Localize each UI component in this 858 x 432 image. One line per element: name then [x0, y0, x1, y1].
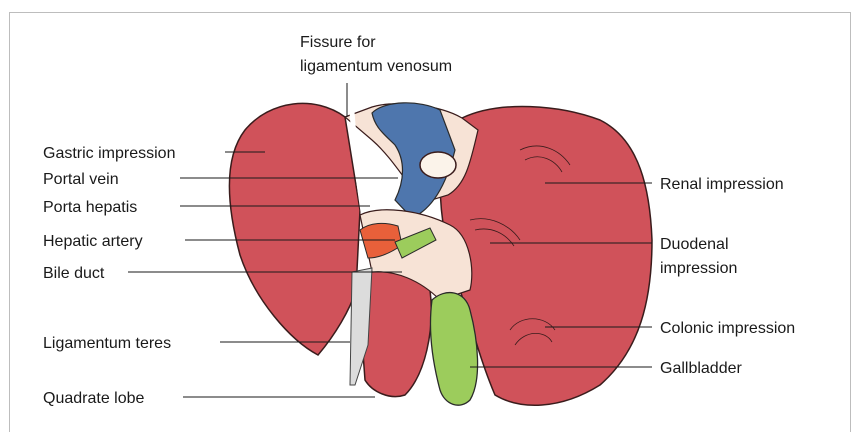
gallbladder-shape: [430, 293, 477, 406]
label-portal-vein: Portal vein: [43, 171, 119, 188]
label-renal: Renal impression: [660, 176, 784, 193]
label-duodenal-line2: impression: [660, 260, 737, 277]
label-hepatic-artery: Hepatic artery: [43, 233, 143, 250]
label-fissure-line1: Fissure for: [300, 34, 376, 51]
label-quadrate-lobe: Quadrate lobe: [43, 390, 145, 407]
vena-cava-opening: [420, 152, 456, 178]
left-lobe: [229, 103, 360, 355]
label-ligamentum-teres: Ligamentum teres: [43, 335, 171, 352]
label-fissure-line2: ligamentum venosum: [300, 58, 452, 75]
label-gastric: Gastric impression: [43, 145, 175, 162]
label-colonic: Colonic impression: [660, 320, 795, 337]
label-gallbladder: Gallbladder: [660, 360, 743, 377]
label-porta-hepatis: Porta hepatis: [43, 199, 137, 216]
label-bile-duct: Bile duct: [43, 265, 105, 282]
label-duodenal-line1: Duodenal: [660, 236, 729, 253]
